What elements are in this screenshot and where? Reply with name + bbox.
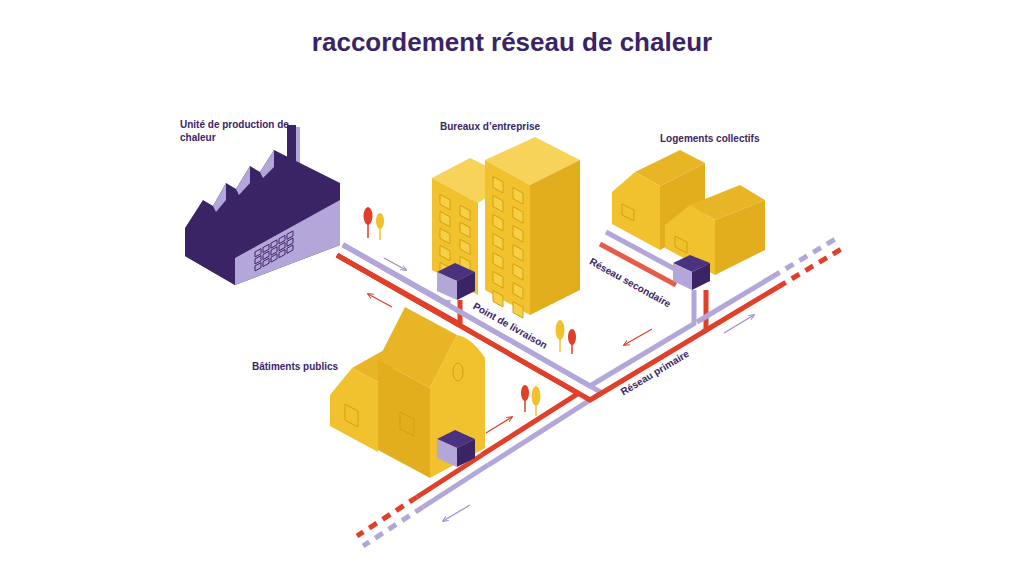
window <box>513 302 523 319</box>
public-building <box>400 412 414 436</box>
housing-building <box>675 236 687 253</box>
window <box>513 207 523 224</box>
window <box>493 176 503 193</box>
housing-building <box>622 204 634 221</box>
network-label: Réseau secondaire <box>587 256 673 311</box>
window <box>263 258 269 266</box>
housing-building <box>612 150 765 275</box>
trees <box>376 213 384 229</box>
window <box>493 252 503 269</box>
building-node: Bâtiments publics <box>250 322 485 472</box>
window <box>440 211 450 226</box>
building-label: Bureaux d’entreprise <box>440 120 540 133</box>
substation <box>457 272 475 300</box>
building-node: Logements collectifs <box>605 128 770 290</box>
factory-windows <box>255 231 293 271</box>
factory-building <box>260 150 274 178</box>
window <box>493 290 503 307</box>
window <box>493 271 503 288</box>
trees <box>556 320 565 340</box>
substation <box>437 263 475 300</box>
window <box>279 249 285 257</box>
public-building <box>453 363 463 381</box>
trees <box>364 207 373 225</box>
network-label: Réseau primaire <box>619 348 692 398</box>
building-node: Bureaux d’entreprise <box>430 118 582 300</box>
housing-building <box>612 172 660 250</box>
substation <box>673 255 710 290</box>
office-building <box>432 137 580 315</box>
factory-building <box>235 200 340 285</box>
window <box>513 264 523 281</box>
substation <box>692 263 710 290</box>
trees <box>521 385 529 401</box>
substation <box>457 439 475 467</box>
building-node: Unité de production de chaleur <box>165 112 340 252</box>
pipe-continuation <box>703 287 778 332</box>
factory-building <box>236 166 250 195</box>
factory-building <box>185 150 340 285</box>
window <box>493 214 503 231</box>
substation <box>437 272 457 300</box>
network-label: Point de livraison <box>471 300 550 351</box>
window <box>513 283 523 300</box>
pipe-continuation <box>772 238 837 277</box>
window <box>255 263 261 271</box>
flow-arrows <box>486 417 512 433</box>
public-building <box>345 404 358 427</box>
window <box>440 228 450 243</box>
window <box>271 254 277 262</box>
window <box>493 233 503 250</box>
substation <box>437 439 457 467</box>
flow-arrows <box>368 294 392 307</box>
building-label: Bâtiments publics <box>252 360 338 373</box>
window <box>440 245 450 260</box>
substation <box>437 430 475 467</box>
window <box>513 188 523 205</box>
office-building <box>485 160 530 315</box>
public-building <box>378 360 430 478</box>
pipe-continuation <box>357 497 417 536</box>
window <box>287 245 293 253</box>
window <box>460 222 470 237</box>
window <box>460 205 470 220</box>
public-building <box>330 368 378 452</box>
building-label: Unité de production de chaleur <box>180 118 292 144</box>
pipe-continuation <box>778 248 843 287</box>
window <box>460 239 470 254</box>
factory-building <box>296 127 300 164</box>
flow-arrows <box>384 258 406 270</box>
substation <box>673 263 692 290</box>
factory-building <box>185 125 340 285</box>
office-building <box>530 160 580 315</box>
trees <box>532 386 541 406</box>
flow-arrows <box>724 315 754 333</box>
flow-arrows <box>624 329 652 345</box>
public-building <box>330 307 485 478</box>
window <box>513 245 523 262</box>
pipe-continuation <box>357 238 843 546</box>
diagram-title: raccordement réseau de chaleur <box>0 27 1024 58</box>
flow-arrows <box>443 505 470 521</box>
window <box>513 226 523 243</box>
public-building <box>430 335 485 478</box>
trees <box>568 329 576 345</box>
window <box>440 194 450 209</box>
window <box>493 195 503 212</box>
factory-building <box>185 228 235 285</box>
housing-building <box>715 200 765 275</box>
building-label: Logements collectifs <box>660 132 759 145</box>
factory-building <box>213 183 226 212</box>
